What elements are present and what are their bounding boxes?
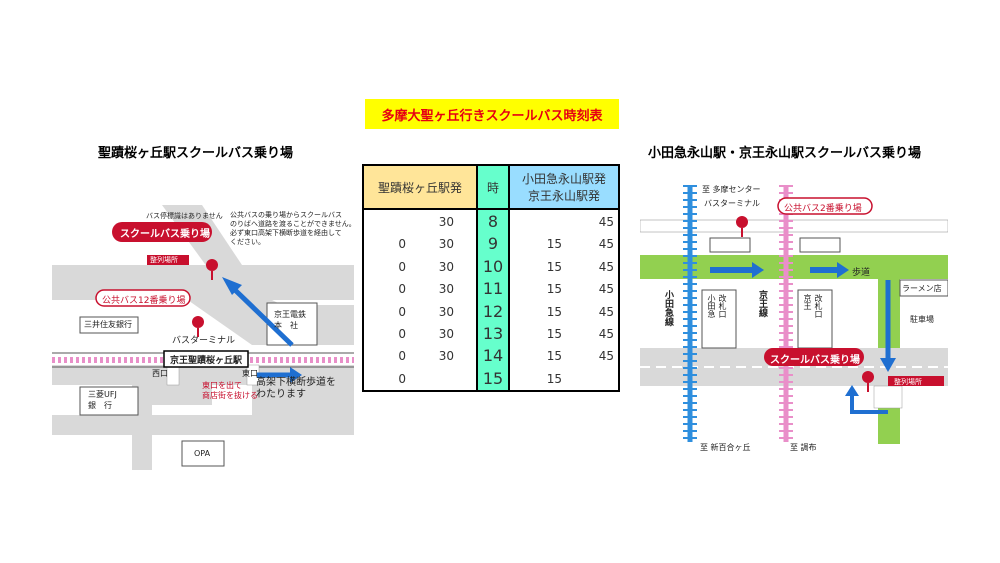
- crosswalk-note: 高架下横断歩道を わたります: [256, 377, 336, 400]
- right-minute-cell: 15: [546, 371, 562, 386]
- opa-label: OPA: [194, 449, 211, 458]
- station-label: 京王聖蹟桜ヶ丘駅: [170, 356, 243, 366]
- right-header-line1: 小田急永山駅発: [521, 172, 606, 186]
- hour-cell: 10: [482, 256, 504, 276]
- keio-line-label: 京王線: [757, 290, 767, 317]
- hour-cell: 9: [487, 234, 499, 254]
- crossing-notice: 公共バスの乗り場からスクールバス のりばへ道路を渡ることができません。 必ず東口…: [230, 211, 354, 246]
- right-minute-cell: 45: [598, 259, 614, 274]
- west-exit-label: 西口: [152, 369, 168, 378]
- left-header: 聖蹟桜ヶ丘駅発: [377, 180, 462, 195]
- hour-cell: 14: [482, 346, 504, 366]
- nagayama-map-drawing: [640, 185, 948, 444]
- right-bus-terminal-label: バスターミナル: [704, 199, 760, 208]
- school-bus-stop-label: スクールバス乗り場: [120, 229, 210, 240]
- left-map-title: 聖蹟桜ヶ丘駅スクールバス乗り場: [98, 146, 294, 161]
- right-minute-cell: 15: [546, 304, 562, 319]
- left-minute-cell: 30: [438, 282, 454, 297]
- bank2-label: 三菱UFJ 銀 行: [88, 390, 117, 410]
- keio-gate-label: 改札口 京王: [803, 294, 823, 318]
- left-minute-cell: 0: [398, 371, 406, 386]
- right-minute-cell: 15: [546, 327, 562, 341]
- timetable-row: 0 30 12 15 45: [364, 302, 618, 324]
- right-public-bus-stop-label: 公共バス2番乗り場: [784, 204, 862, 214]
- ramen-label: ラーメン店: [902, 284, 942, 293]
- right-school-bus-stop-label: スクールバス乗り場: [770, 355, 860, 366]
- no-bus-stop-label: バス停標識はありません: [146, 212, 223, 220]
- timetable-row: 0 15 15: [364, 369, 618, 391]
- to-chofu-label: 至 調布: [790, 443, 817, 452]
- left-minute-cell: 0: [398, 259, 406, 274]
- divider: [476, 166, 478, 390]
- hour-column-bg: [478, 210, 508, 390]
- nagayama-map: 至 多摩センター バスターミナル 公共バス2番乗り場 歩道 ラーメン店 駐車場 …: [640, 180, 948, 455]
- right-minute-cell: 45: [598, 237, 614, 252]
- timetable-row: 0 30 10 15 45: [364, 257, 618, 279]
- east-exit-label: 東口: [242, 369, 258, 378]
- right-minute-cell: 45: [598, 327, 614, 341]
- right-minute-cell: 45: [598, 282, 614, 297]
- exit-note: 東口を出て 商店街を抜ける: [202, 381, 258, 400]
- right-minute-cell: 45: [598, 215, 614, 229]
- right-minute-cell: 15: [546, 282, 562, 297]
- timetable-row: 30 8 45: [364, 212, 618, 234]
- hour-cell: 15: [482, 368, 504, 388]
- public-bus-stop-label: 公共バス12番乗り場: [102, 296, 186, 306]
- left-minute-cell: 0: [398, 237, 406, 252]
- timetable-title-banner: 多摩大聖ヶ丘行きスクールバス時刻表: [365, 99, 619, 129]
- left-minute-cell: 30: [438, 237, 454, 252]
- keio-hq-label: 京王電鉄 本 社: [274, 310, 306, 330]
- to-shinyurigaoka-label: 至 新百合ヶ丘: [700, 443, 751, 452]
- bus-terminal-label: バスターミナル: [172, 336, 236, 346]
- odakyu-gate-label: 改札口 小田急: [707, 294, 727, 318]
- right-minute-cell: 15: [546, 259, 562, 274]
- timetable: 聖蹟桜ヶ丘駅発 時 小田急永山駅発 京王永山駅発 30 8 45 0 30 9 15 45 0 3…: [362, 164, 620, 392]
- seiseki-map: バス停標識はありません 公共バスの乗り場からスクールバス のりばへ道路を渡ること…: [52, 205, 354, 470]
- bank1-label: 三井住友銀行: [84, 320, 132, 329]
- odakyu-line-label: 小田急線: [663, 290, 673, 326]
- left-minute-cell: 30: [438, 327, 454, 341]
- left-header-cell: 聖蹟桜ヶ丘駅発: [364, 166, 476, 210]
- left-minute-cell: 30: [438, 215, 454, 229]
- sidewalk-label: 歩道: [852, 268, 871, 278]
- hour-cell: 13: [482, 324, 504, 343]
- to-tama-center-label: 至 多摩センター: [702, 185, 761, 194]
- right-header-line2: 京王永山駅発: [527, 189, 600, 203]
- right-minute-cell: 45: [598, 304, 614, 319]
- timetable-row: 0 30 13 15 45: [364, 324, 618, 346]
- divider: [508, 166, 510, 390]
- timetable-row: 0 30 14 15 45: [364, 346, 618, 368]
- right-minute-cell: 45: [598, 349, 614, 364]
- left-minute-cell: 0: [398, 282, 406, 297]
- left-minute-cell: 30: [438, 259, 454, 274]
- right-header-cell: 小田急永山駅発 京王永山駅発: [510, 166, 618, 210]
- right-minute-cell: 15: [546, 349, 562, 364]
- waiting-line-label: 整列場所: [150, 256, 178, 264]
- hour-cell: 12: [482, 301, 504, 321]
- seiseki-map-drawing: [52, 205, 354, 470]
- hour-header: 時: [486, 180, 499, 195]
- timetable-row: 0 30 11 15 45: [364, 279, 618, 301]
- left-minute-cell: 0: [398, 327, 406, 341]
- parking-label: 駐車場: [910, 315, 934, 324]
- timetable-row: 0 30 9 15 45: [364, 234, 618, 256]
- page-title: 多摩大聖ヶ丘行きスクールバス時刻表: [381, 108, 603, 124]
- right-minute-cell: 15: [546, 237, 562, 252]
- right-waiting-line-label: 整列場所: [894, 378, 922, 386]
- left-minute-cell: 30: [438, 349, 454, 364]
- left-minute-cell: 0: [398, 304, 406, 319]
- hour-cell: 11: [482, 279, 504, 299]
- right-map-title: 小田急永山駅・京王永山駅スクールバス乗り場: [648, 146, 922, 161]
- left-minute-cell: 0: [398, 349, 406, 364]
- hour-header-cell: 時: [478, 166, 508, 210]
- left-minute-cell: 30: [438, 304, 454, 319]
- hour-cell: 8: [487, 212, 499, 231]
